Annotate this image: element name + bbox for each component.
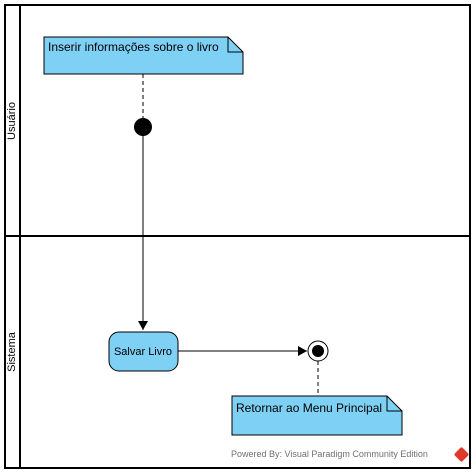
powered-by-footer: Powered By: Visual Paradigm Community Ed… <box>231 449 428 459</box>
swimlane-label-sistema: Sistema <box>6 331 18 372</box>
action-salvar-livro[interactable]: Salvar Livro <box>108 331 179 372</box>
action-label: Salvar Livro <box>114 346 172 358</box>
note-inserir-informacoes[interactable]: Inserir informações sobre o livro <box>43 36 244 75</box>
note-text: Inserir informações sobre o livro <box>48 40 219 54</box>
swimlane-label-usuario: Usuário <box>6 102 18 140</box>
note-text: Retornar ao Menu Principal <box>236 401 382 415</box>
activity-final-node[interactable] <box>307 340 329 362</box>
note-retornar-menu[interactable]: Retornar ao Menu Principal <box>231 395 403 436</box>
initial-node[interactable] <box>134 118 152 136</box>
swimlane-pool <box>4 4 471 469</box>
